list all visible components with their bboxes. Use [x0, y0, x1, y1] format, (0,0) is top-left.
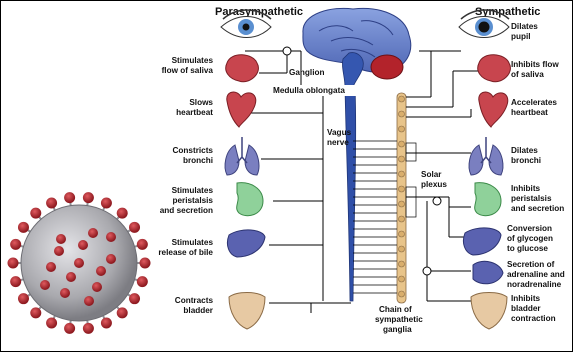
virus-spike: [96, 266, 106, 276]
virus-spike: [101, 318, 112, 329]
virus-spike: [117, 208, 128, 219]
left-lungs-icon: [225, 137, 259, 175]
virus-spike: [137, 239, 148, 250]
coronavirus-illustration: [8, 192, 151, 334]
right-heart-icon: [479, 92, 508, 127]
virus-spike: [129, 293, 140, 304]
left-liver-icon: [227, 230, 265, 257]
chain-ganglion: [399, 231, 405, 237]
virus-spike: [106, 254, 116, 264]
left-stomach-icon: [237, 183, 263, 216]
chain-ganglion: [399, 216, 405, 222]
right-lungs-icon: [469, 137, 503, 175]
virus-spike: [129, 222, 140, 233]
autonomic-nervous-system-diagram: Parasympathetic Sympathetic: [1, 1, 574, 353]
ganglion-label: Ganglion: [289, 68, 324, 77]
chain-ganglion: [399, 141, 405, 147]
virus-spike: [64, 192, 75, 203]
left-salivary-gland-icon: [226, 55, 259, 82]
sympathetic-wiring: [406, 51, 479, 301]
chain-ganglion: [399, 291, 405, 297]
chain-ganglion: [399, 171, 405, 177]
virus-spike: [84, 296, 94, 306]
virus-spike: [117, 307, 128, 318]
right-bladder-icon: [471, 293, 507, 330]
virus-spike: [40, 280, 50, 290]
sympathetic-chain: [353, 93, 416, 303]
virus-spike: [83, 192, 94, 203]
chain-ganglion: [399, 111, 405, 117]
virus-spike: [46, 262, 56, 272]
ganglion-node: [283, 47, 291, 55]
right-stomach-icon: [475, 183, 501, 216]
virus-spike: [10, 276, 21, 287]
virus-spike: [66, 272, 76, 282]
chain-ganglion: [399, 156, 405, 162]
virus-spike: [46, 197, 57, 208]
virus-spike: [60, 288, 70, 298]
chain-ganglion: [399, 201, 405, 207]
chain-ganglion: [399, 96, 405, 102]
medulla-label: Medulla oblongata: [273, 86, 345, 95]
diagram-frame: Parasympathetic Sympathetic: [0, 0, 573, 352]
virus-spike: [8, 258, 19, 269]
virus-spike: [137, 276, 148, 287]
virus-spike: [56, 234, 66, 244]
right-liver-icon: [463, 228, 501, 255]
virus-spike: [10, 239, 21, 250]
chain-bracket: [406, 143, 416, 161]
chain-bracket: [406, 187, 416, 217]
virus-spike: [46, 318, 57, 329]
virus-spike: [74, 258, 84, 268]
adrenal-ganglion-node: [423, 267, 431, 275]
chain-rail: [397, 93, 406, 303]
chain-ganglion: [399, 276, 405, 282]
virus-spike: [54, 246, 64, 256]
virus-spike: [92, 282, 102, 292]
left-heart-icon: [227, 92, 256, 127]
virus-spike: [101, 197, 112, 208]
virus-spike: [30, 307, 41, 318]
virus-spike: [30, 208, 41, 219]
virus-spike: [64, 323, 75, 334]
right-kidney-icon: [473, 261, 503, 284]
virus-spike: [78, 240, 88, 250]
chain-ganglion: [399, 261, 405, 267]
virus-spike: [83, 323, 94, 334]
chain-ganglion: [399, 186, 405, 192]
virus-spike: [88, 228, 98, 238]
right-salivary-gland-icon: [478, 55, 511, 82]
solar-plexus-node: [433, 197, 441, 205]
virus-spike: [140, 258, 151, 269]
cerebellum-icon: [371, 55, 403, 79]
chain-ganglion: [399, 126, 405, 132]
left-bladder-icon: [229, 293, 265, 330]
chain-ganglion: [399, 246, 405, 252]
virus-spike: [18, 222, 29, 233]
virus-spike: [18, 293, 29, 304]
virus-spike: [106, 232, 116, 242]
